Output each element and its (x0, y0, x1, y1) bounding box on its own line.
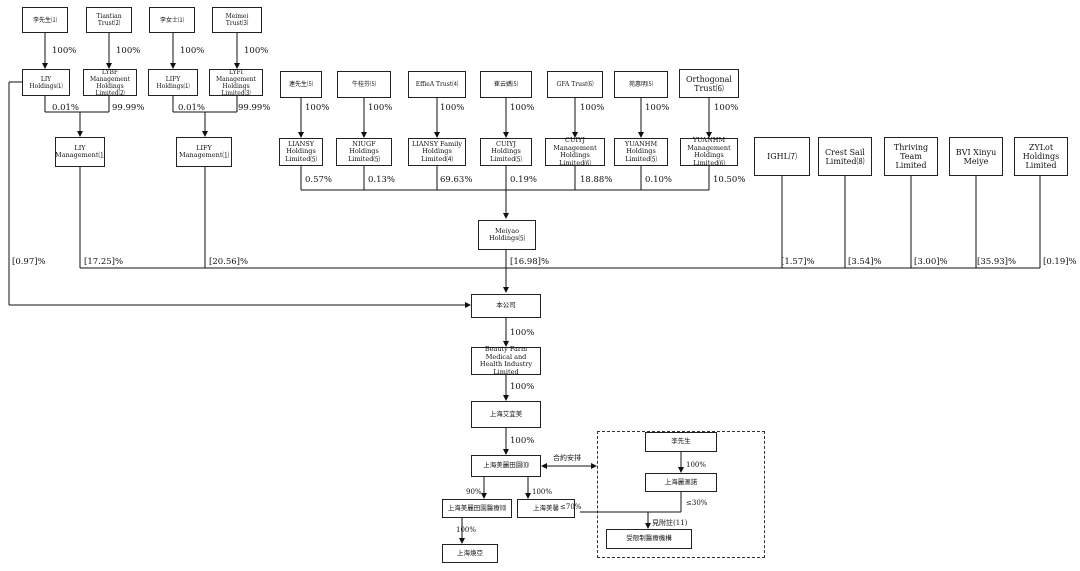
lybf-management-box: LYBF Management Holdings Limited⑵ (83, 69, 137, 97)
orthogonal-trust-box: Orthogonal Trust⑹ (679, 69, 739, 98)
company-box: 本公司 (471, 294, 541, 318)
meimei-trust-box: Meimei Trust⑶ (212, 7, 262, 33)
pct-liansy-family: 69.63% (440, 175, 473, 185)
controlled-institutions-box: 受限制醫療機構 (606, 529, 692, 549)
pct-lify-holdings: 0.01% (178, 103, 206, 113)
pct-company-beauty-farm: 100% (510, 328, 535, 338)
yuanhm-holdings-box: YUANHM Holdings Limited⑸ (614, 138, 668, 166)
shanghai-aiyimei-box: 上海艾宜美 (471, 401, 541, 428)
lify-holdings-box: LIFY Holdings⑴ (148, 69, 198, 96)
stake-liy-holdings: [0.97]% (12, 257, 46, 267)
liy-holdings-box: LIY Holdings⑴ (22, 69, 70, 96)
beauty-farm-box: Beauty Farm Medical and Health Industry … (471, 345, 541, 375)
pct-orthogonal: 100% (714, 103, 739, 113)
pct-lishang: 100% (686, 461, 707, 469)
pct-yuan: 100% (645, 103, 670, 113)
shanghai-meiyin-box: 上海美馨 (517, 499, 575, 518)
pct-liansy: 0.57% (305, 175, 333, 185)
pct-cui: 100% (510, 103, 535, 113)
niugf-holdings-box: NIUGF Holdings Limited⑸ (336, 138, 392, 166)
liansy-family-box: LIANSY Family Holdings Limited⑷ (408, 138, 466, 166)
pct-lt30: ≤30% (686, 499, 708, 507)
shanghai-huanya-box: 上海煥亞 (442, 544, 498, 563)
pct-lian: 100% (305, 103, 330, 113)
pct-meiyin: 100% (532, 488, 553, 496)
tiantian-trust-box: Tiantian Trust⑵ (86, 7, 132, 33)
stake-lify-management: [20.56]% (209, 257, 249, 267)
zylot-box: ZYLot Holdings Limited (1014, 137, 1068, 176)
lyfi-management-box: LYFI Management Holdings Limited⑶ (209, 69, 263, 97)
yuan-huiming-box: 苑惠明⑸ (614, 71, 668, 98)
pct-yuanhm-mgmt: 10.50% (713, 175, 746, 185)
thriving-team-box: Thriving Team Limited (884, 137, 938, 176)
pct-yiliao: 90% (466, 488, 482, 496)
stake-meiyao: [16.98]% (510, 257, 550, 267)
see-note-label: 見附註(11) (652, 519, 688, 527)
stake-zylot: [0.19]% (1043, 257, 1077, 267)
pct-huanya: 100% (456, 526, 477, 534)
pct-niu: 100% (368, 103, 393, 113)
vie-structure-box (597, 431, 765, 558)
cui-yunjiao-box: 崔云嬌⑸ (480, 71, 532, 98)
liansy-holdings-box: LIANSY Holdings Limited⑸ (279, 138, 323, 166)
effiea-trust-box: EffieA Trust⑷ (408, 71, 466, 98)
shanghai-lishang-box: 上海麗滙諾 (645, 473, 717, 492)
pct-yuanhm: 0.10% (645, 175, 673, 185)
lian-xiansheng-box: 連先生⑸ (280, 71, 322, 98)
niu-guifen-box: 牛桂芬⑸ (337, 71, 391, 98)
pct-effiea: 100% (440, 103, 465, 113)
crest-sail-box: Crest Sail Limited⑻ (818, 137, 872, 176)
pct-cuiyj: 0.19% (510, 175, 538, 185)
pct-li-nvshi: 100% (180, 46, 205, 56)
ighl-box: IGHL⑺ (754, 137, 810, 176)
stake-thriving-team: [3.00]% (914, 257, 948, 267)
pct-li-xiansheng: 100% (52, 46, 77, 56)
contract-arrangement-label: 合約安排 (553, 454, 581, 462)
stake-bvi-xinyu: [35.93]% (977, 257, 1017, 267)
meiyao-holdings-box: Meiyao Holdings⑸ (478, 220, 536, 250)
gfa-trust-box: GFA Trust⑹ (547, 71, 603, 98)
stake-liy-management: [17.25]% (84, 257, 124, 267)
li-nvshi-box: 李女士⑴ (149, 7, 195, 33)
li-xiansheng-box: 李先生⑴ (22, 7, 68, 33)
stake-crest-sail: [3.54]% (848, 257, 882, 267)
shanghai-yiliao-box: 上海美麗田園醫療⑽ (442, 499, 512, 518)
pct-aiyimei-meilitianyuan: 100% (510, 436, 535, 446)
cuiyj-holdings-box: CUIYJ Holdings Limited⑸ (480, 138, 532, 166)
pct-tiantian: 100% (116, 46, 141, 56)
pct-gfa: 100% (580, 103, 605, 113)
pct-lyfi: 99.99% (238, 103, 271, 113)
li-xiansheng-right-box: 李先生 (645, 432, 717, 452)
pct-niugf: 0.13% (368, 175, 396, 185)
stake-ighl: [1.57]% (781, 257, 815, 267)
bvi-xinyu-box: BVI Xinyu Meiye (949, 137, 1003, 176)
lify-management-box: LIFY Management⑴ (176, 137, 232, 167)
pct-meimei: 100% (244, 46, 269, 56)
pct-cuiyj-mgmt: 18.88% (580, 175, 613, 185)
pct-lt70: ≤70% (560, 503, 582, 511)
cuiyj-management-box: CUIYJ Management Holdings Limited⑹ (545, 136, 605, 166)
pct-beauty-farm-aiyimei: 100% (510, 382, 535, 392)
pct-lybf: 99.99% (112, 103, 145, 113)
shanghai-meilitianyuan-box: 上海美麗田園⑽ (471, 455, 541, 477)
liy-management-box: LIY Management⑴ (55, 137, 105, 167)
pct-liy-holdings: 0.01% (52, 103, 80, 113)
yuanhm-management-box: YUANHM Management Holdings Limited⑹ (680, 136, 738, 166)
